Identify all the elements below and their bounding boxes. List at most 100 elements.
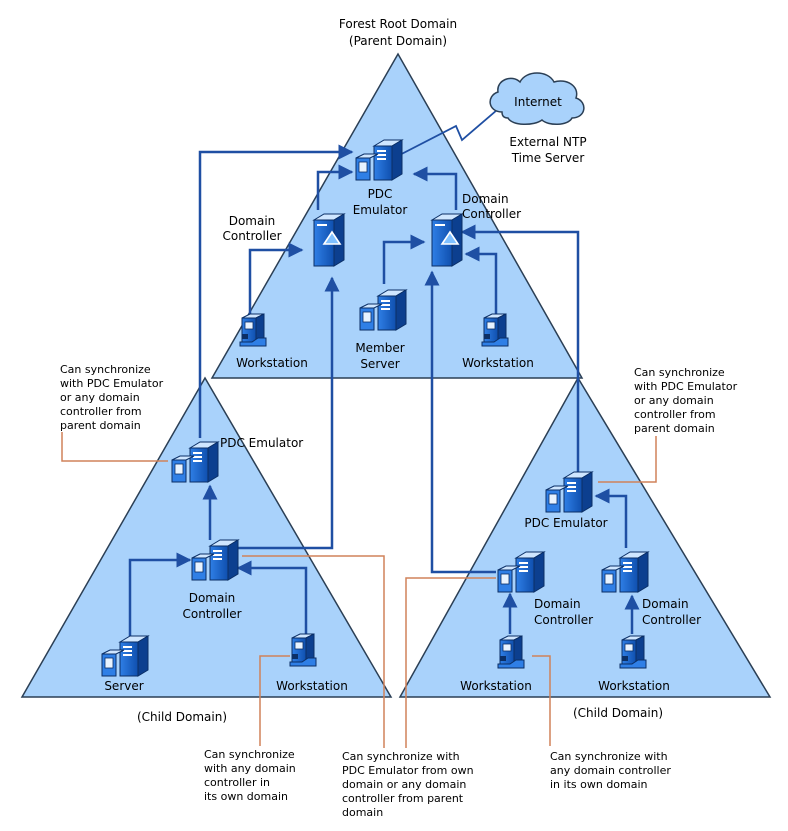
note-line: with PDC Emulator xyxy=(60,377,164,390)
internet-link: Internet xyxy=(385,72,585,163)
note-right-pdc: Can synchronize with PDC Emulator or any… xyxy=(634,366,738,435)
callout-workstation-own-domain xyxy=(259,655,290,746)
right-dc-right-label-2: Controller xyxy=(642,613,701,627)
link-right-dc-right-to-right-pdc xyxy=(594,488,628,548)
parent-dc-left-label-2: Controller xyxy=(222,229,281,243)
left-dc-label-2: Controller xyxy=(182,607,241,621)
right-child-dc-right: Domain Controller xyxy=(601,551,701,627)
note-line: or any domain xyxy=(60,391,140,404)
parent-dc-right-label-1: Domain xyxy=(462,192,509,206)
note-line: domain or any domain xyxy=(342,778,466,791)
parent-dc-right-label-2: Controller xyxy=(462,207,521,221)
external-ntp-line-1: External NTP xyxy=(509,135,586,149)
left-ws-label: Workstation xyxy=(276,679,348,693)
note-line: Can synchronize with xyxy=(342,750,460,763)
left-child-pdc-emulator: PDC Emulator xyxy=(171,436,303,483)
note-line: in its own domain xyxy=(550,778,648,791)
note-left-pdc: Can synchronize with PDC Emulator or any… xyxy=(60,363,164,432)
workstation-icon xyxy=(619,635,647,669)
connections xyxy=(128,144,640,636)
parent-ws-right-label: Workstation xyxy=(462,356,534,370)
callout-lines xyxy=(61,432,657,748)
left-child-server: Server xyxy=(101,635,149,693)
note-line: Can synchronize xyxy=(634,366,725,379)
domain-controller-icon xyxy=(313,213,345,267)
callout-right-pdc xyxy=(598,436,657,483)
forest-root-triangle xyxy=(210,52,584,379)
right-dc-left-label-2: Controller xyxy=(534,613,593,627)
left-child-triangle xyxy=(20,376,393,698)
right-child-workstation-right: Workstation xyxy=(598,635,670,693)
internet-zigzag-line xyxy=(385,103,505,163)
link-ws-right-to-dc-right xyxy=(464,246,498,318)
right-child-pdc-emulator: PDC Emulator xyxy=(524,471,608,530)
left-pdc-label: PDC Emulator xyxy=(220,436,303,450)
note-line: with PDC Emulator xyxy=(634,380,738,393)
note-line: controller from xyxy=(60,405,142,418)
right-dc-left-label-1: Domain xyxy=(534,597,581,611)
note-line: controller from parent xyxy=(342,792,464,805)
parent-workstation-right: Workstation xyxy=(462,313,534,370)
parent-dc-right: Domain Controller xyxy=(431,192,521,267)
link-right-dc-left-to-parent-dc xyxy=(424,270,496,574)
note-line: controller in xyxy=(204,776,270,789)
forest-title-line-2: (Parent Domain) xyxy=(349,34,447,48)
link-right-pdc-to-parent-dc xyxy=(460,224,580,496)
link-left-pdc-to-parent-pdc xyxy=(198,144,354,438)
link-ws-left-to-dc-left xyxy=(248,242,304,316)
right-ws-right-label: Workstation xyxy=(598,679,670,693)
domain-controller-icon xyxy=(431,213,463,267)
left-dc-label-1: Domain xyxy=(189,591,236,605)
note-workstation-right: Can synchronize with any domain controll… xyxy=(550,750,671,791)
left-child-workstation: Workstation xyxy=(276,633,348,693)
parent-dc-left-label-1: Domain xyxy=(229,214,276,228)
link-workstation-to-left-dc xyxy=(236,560,308,634)
callout-workstation-right xyxy=(532,655,551,746)
forest-title-line-1: Forest Root Domain xyxy=(339,17,457,31)
right-child-domain-label: (Child Domain) xyxy=(573,706,663,720)
left-child-domain-label: (Child Domain) xyxy=(137,710,227,724)
note-workstation-own-domain: Can synchronize with any domain controll… xyxy=(204,748,296,803)
internet-label: Internet xyxy=(514,95,562,109)
right-child-triangle xyxy=(398,376,772,698)
link-member-server-to-dc-right xyxy=(382,234,426,284)
workstation-icon xyxy=(497,635,525,669)
right-child-dc-left: Domain Controller xyxy=(497,551,593,627)
parent-pdc-label-1: PDC xyxy=(368,187,393,201)
left-child-dc: Domain Controller xyxy=(182,539,242,621)
note-line: its own domain xyxy=(204,790,288,803)
left-server-label: Server xyxy=(104,679,143,693)
link-left-dc-to-parent-dc xyxy=(238,276,340,550)
note-line: controller from xyxy=(634,408,716,421)
parent-pdc-emulator: PDC Emulator xyxy=(353,139,408,217)
right-pdc-label: PDC Emulator xyxy=(524,516,607,530)
note-line: or any domain xyxy=(634,394,714,407)
link-dc-left-to-pdc xyxy=(316,164,354,210)
right-ws-left-label: Workstation xyxy=(460,679,532,693)
note-line: parent domain xyxy=(60,419,141,432)
parent-dc-left: Domain Controller xyxy=(222,213,345,267)
note-line: parent domain xyxy=(634,422,715,435)
workstation-icon xyxy=(289,633,317,667)
note-dc-child: Can synchronize with PDC Emulator from o… xyxy=(342,750,474,819)
parent-ws-left-label: Workstation xyxy=(236,356,308,370)
parent-member-server-label-1: Member xyxy=(355,341,404,355)
parent-member-server-label-2: Server xyxy=(360,357,399,371)
note-line: with any domain xyxy=(204,762,296,775)
note-line: Can synchronize xyxy=(60,363,151,376)
note-line: Can synchronize xyxy=(204,748,295,761)
internet-cloud-icon xyxy=(489,72,585,125)
note-line: domain xyxy=(342,806,383,819)
external-ntp-line-2: Time Server xyxy=(511,151,585,165)
parent-workstation-left: Workstation xyxy=(236,313,308,370)
note-line: PDC Emulator from own xyxy=(342,764,474,777)
parent-pdc-label-2: Emulator xyxy=(353,203,408,217)
callout-left-pdc xyxy=(61,432,168,462)
workstation-icon xyxy=(239,313,267,347)
right-child-workstation-left: Workstation xyxy=(460,635,532,693)
note-line: Can synchronize with xyxy=(550,750,668,763)
link-dc-right-to-pdc xyxy=(412,166,458,210)
parent-member-server: Member Server xyxy=(355,289,407,371)
callout-dc-child-left xyxy=(242,555,385,748)
